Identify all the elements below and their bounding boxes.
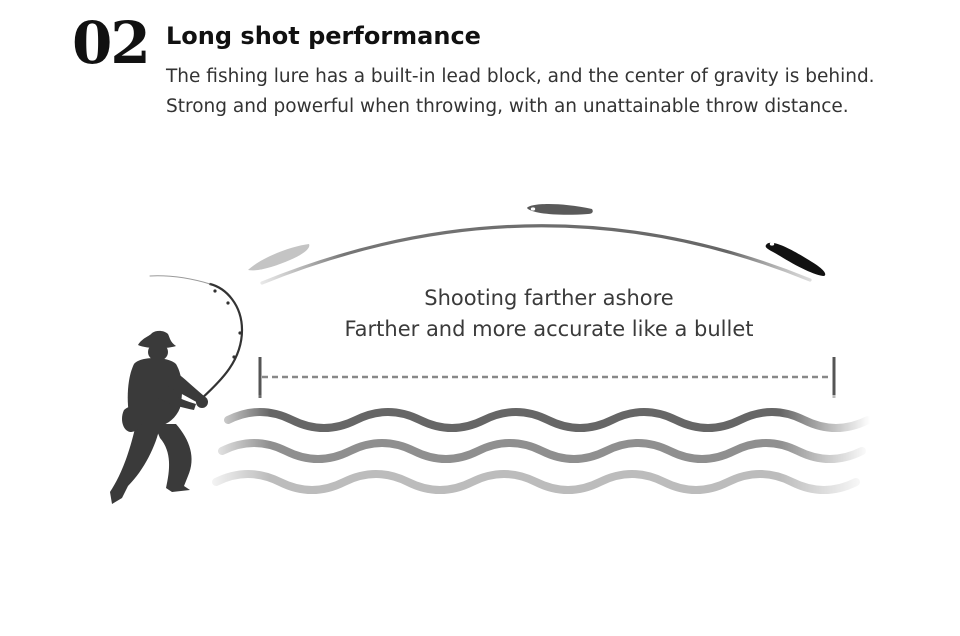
section-title: Long shot performance (166, 22, 481, 50)
step-number: 02 (72, 9, 151, 77)
section-header: 02 Long shot performance The fishing lur… (0, 0, 960, 140)
fishing-lure-icon (765, 242, 826, 276)
water-waves (200, 395, 960, 505)
wave-line-bottom (212, 470, 860, 494)
description-line-2: Strong and powerful when throwing, with … (166, 96, 849, 117)
fisherman-casting-icon (110, 330, 208, 504)
section-description: The fishing lure has a built-in lead blo… (166, 62, 875, 122)
caption-line-1: Shooting farther ashore (424, 286, 674, 310)
distance-indicator (258, 357, 836, 398)
wave-line-top (224, 408, 872, 432)
wave-line-middle (218, 439, 866, 463)
caption-line-2: Farther and more accurate like a bullet (344, 317, 754, 341)
fishing-rod (149, 275, 244, 402)
fishing-lure-icon (248, 244, 310, 271)
trajectory-arc (260, 224, 812, 285)
fishing-lure-icon (527, 204, 593, 215)
description-line-1: The fishing lure has a built-in lead blo… (166, 66, 875, 87)
